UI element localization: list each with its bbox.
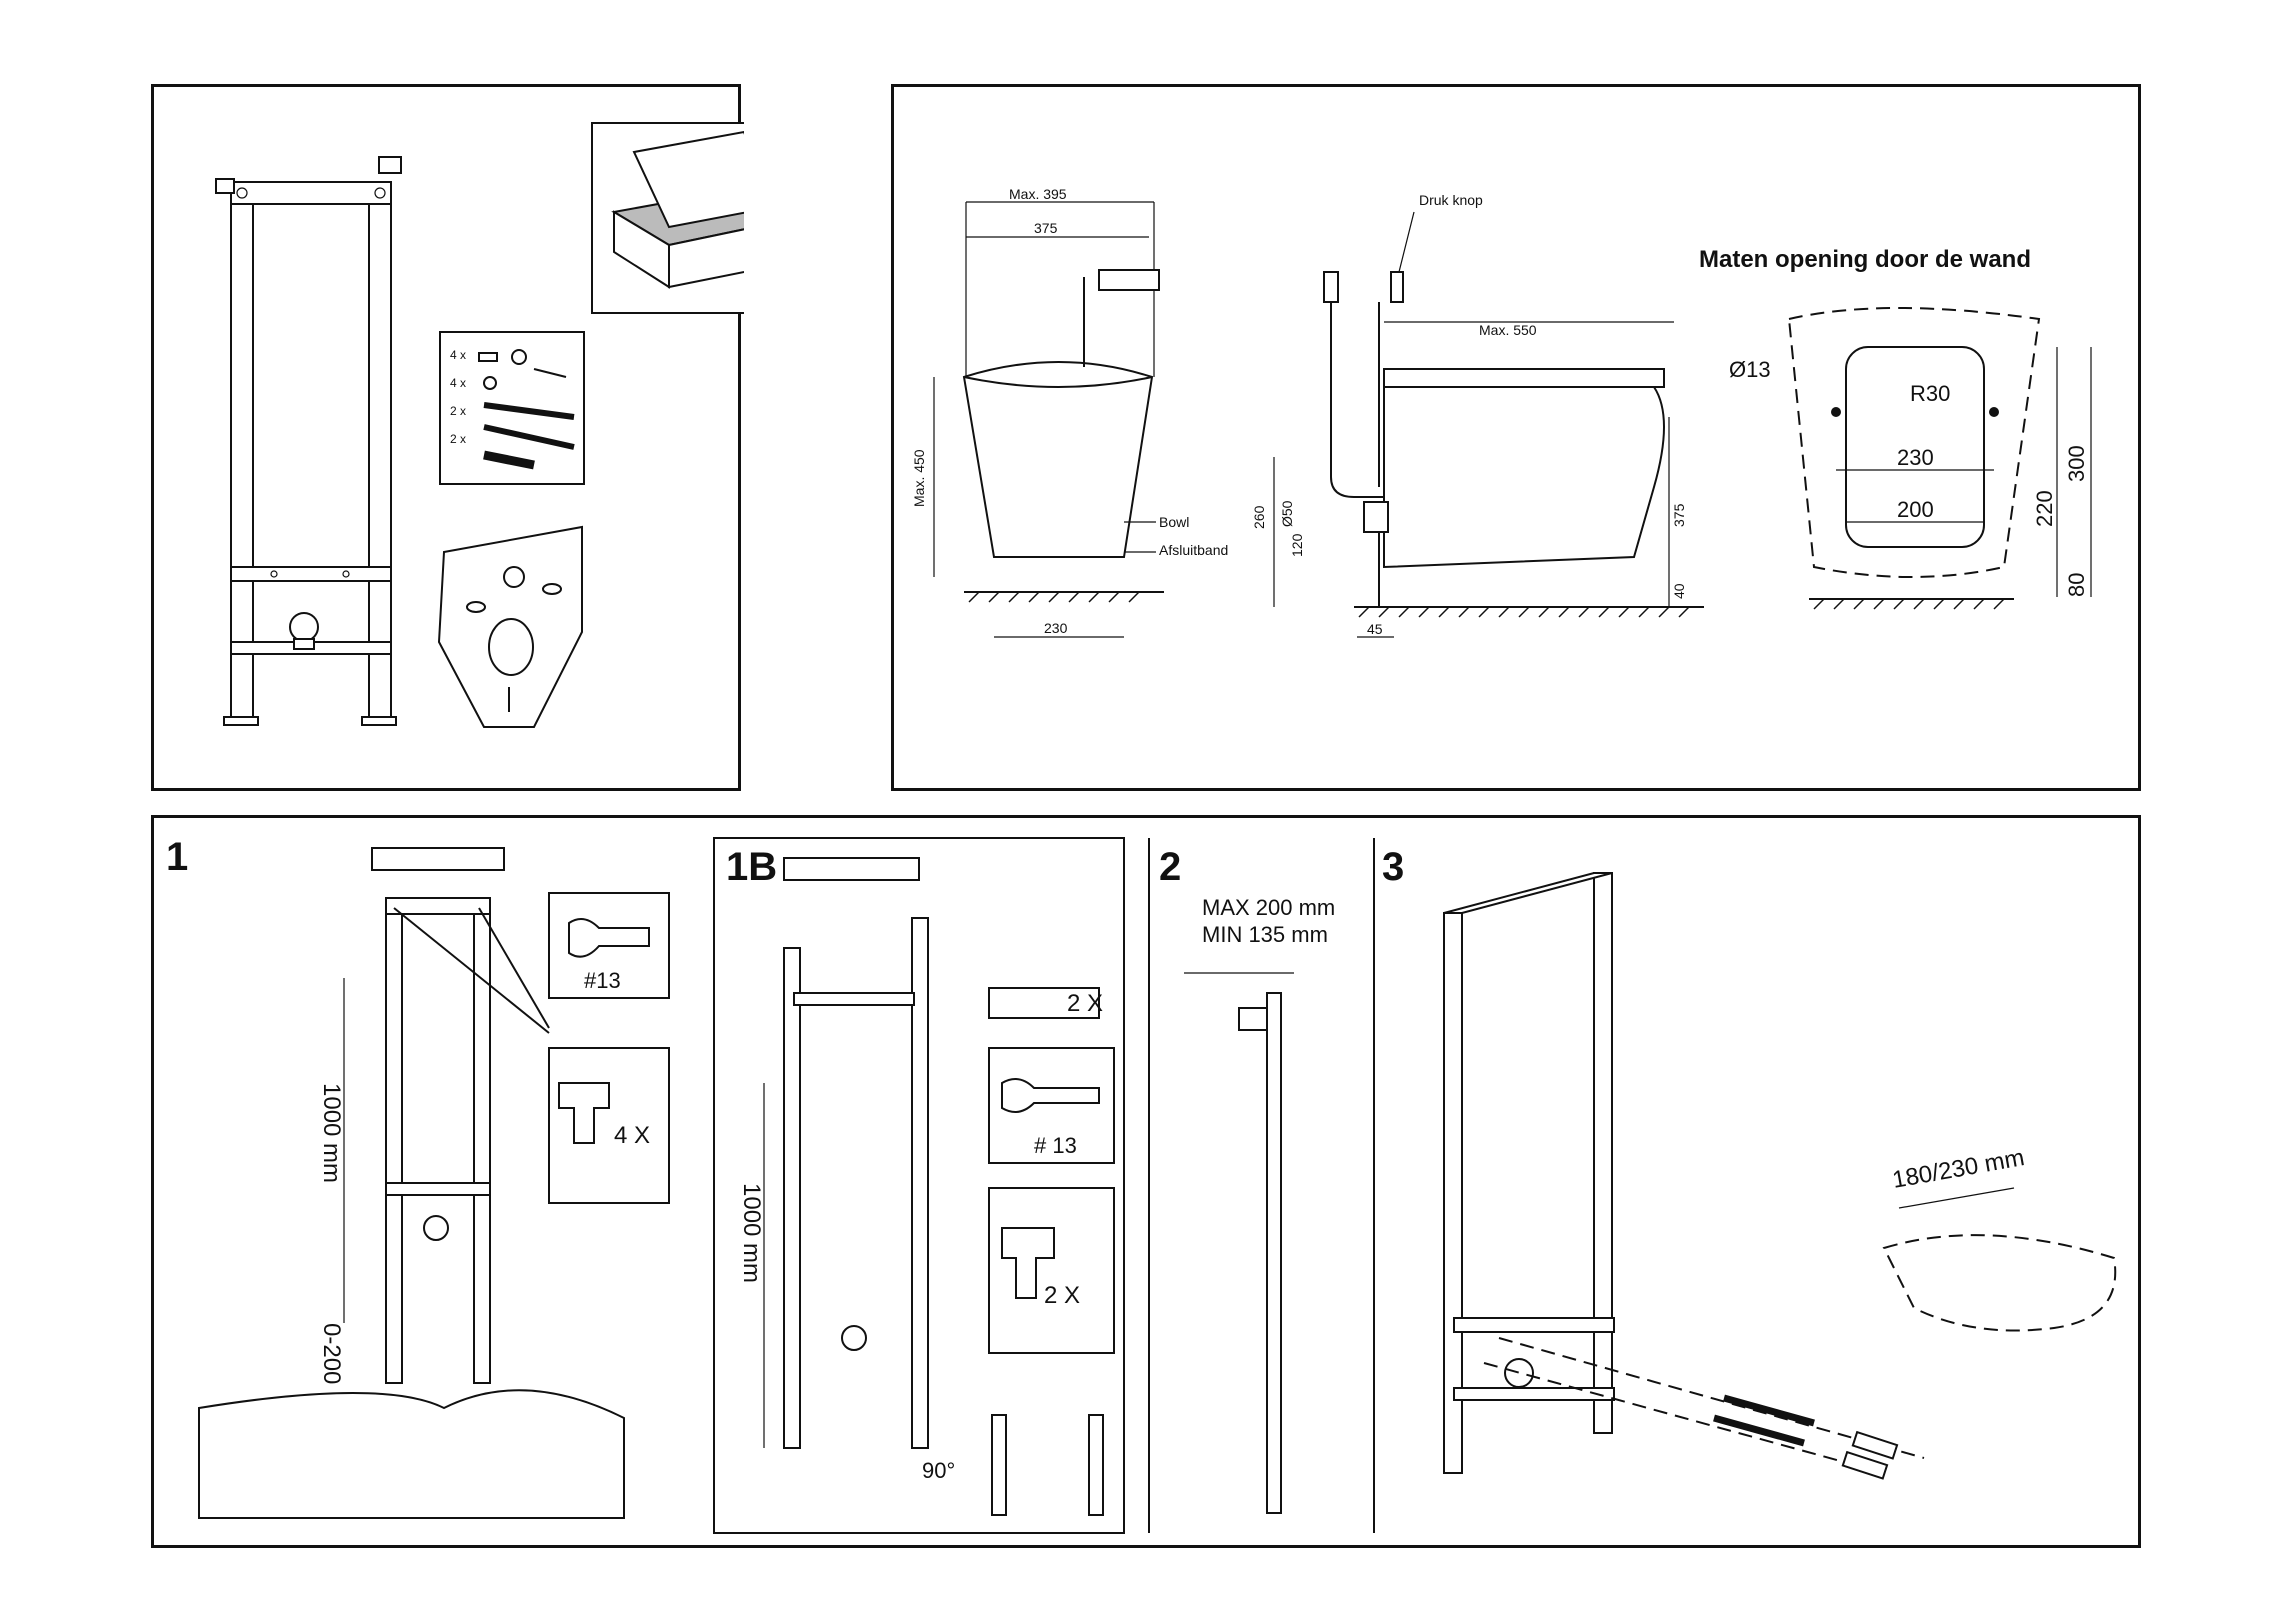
step-1b: 1B 1000 mm 2 X # 13 2 X 90° (726, 845, 1115, 1516)
bowl-label: Bowl (1159, 514, 1189, 530)
seal-label: Afsluitband (1159, 542, 1228, 558)
dimension-max-450: Max. 450 (911, 449, 927, 507)
dimension-max-395: Max. 395 (1009, 186, 1067, 202)
hardware-qty: 4 x (450, 376, 466, 390)
spirit-level-icon (783, 857, 920, 881)
dimensions-drawing: Max. 395 375 Max. 450 Bowl Afsluitband 2… (911, 186, 2092, 638)
dimension-40: 40 (1671, 583, 1687, 599)
dimension-375-height: 375 (1671, 503, 1687, 527)
dimension-260: 260 (1251, 505, 1267, 529)
push-button-label: Druk knop (1419, 192, 1483, 208)
height-1000mm: 1000 mm (738, 1183, 765, 1283)
opening-width-230: 230 (1897, 445, 1934, 470)
hardware-qty: 2 x (450, 404, 466, 418)
drill-icon (558, 1082, 610, 1144)
wrench-size: # 13 (1034, 1133, 1077, 1158)
wrench-box (988, 1047, 1115, 1164)
wrench-size: #13 (584, 968, 621, 993)
dimensions-panel: Max. 395 375 Max. 450 Bowl Afsluitband 2… (891, 84, 2141, 791)
hardware-qty: 4 x (450, 348, 466, 362)
nut-icon (483, 376, 497, 390)
wall-opening-diagram: Maten opening door de wand Ø13 R30 230 2… (1699, 246, 2092, 610)
installation-steps-panel: 1 1000 mm 0-200 #13 4 X 1B (151, 815, 2141, 1548)
opening-height-80: 80 (2064, 573, 2089, 597)
corner-radius-label: R30 (1910, 381, 1950, 406)
kit-contents-drawing: 4 x 4 x 2 x 2 x (215, 122, 744, 728)
dimension-375: 375 (1034, 220, 1058, 236)
bowl-front-view: Max. 395 375 Max. 450 Bowl Afsluitband 2… (911, 186, 1228, 638)
dimension-120: 120 (1289, 533, 1305, 557)
drill-box (548, 1047, 670, 1204)
dimension-45: 45 (1367, 621, 1383, 637)
mounting-frame-icon (215, 156, 402, 726)
bowl-side-view: Druk knop Max. 550 Ø50 260 120 375 40 45 (1251, 192, 1704, 638)
dimension-max-550: Max. 550 (1479, 322, 1537, 338)
sound-insulation-gasket-icon (437, 525, 583, 728)
drill-qty: 4 X (614, 1122, 650, 1149)
drill-qty: 2 X (1044, 1282, 1080, 1309)
height-1000mm: 1000 mm (318, 1083, 345, 1183)
step-number: 1B (726, 845, 777, 889)
spirit-level-icon (371, 847, 505, 871)
sleeve-icon (483, 450, 535, 470)
threaded-rod-icon (483, 402, 575, 450)
hole-diameter-label: Ø13 (1729, 357, 1771, 382)
hardware-qty: 2 x (450, 432, 466, 446)
step-3: 3 180/230 mm (1373, 838, 2117, 1533)
min-depth: MIN 135 mm (1202, 922, 1328, 947)
packaging-box-icon (611, 130, 744, 289)
step-number: 1 (166, 835, 188, 879)
opening-height-220: 220 (2032, 490, 2057, 527)
wrench-icon (568, 918, 650, 958)
dimension-diameter-50: Ø50 (1279, 500, 1295, 527)
wall-plug-screw-icon (478, 349, 567, 378)
step-number: 2 (1159, 845, 1181, 889)
installation-steps-drawing: 1 1000 mm 0-200 #13 4 X 1B (166, 835, 2117, 1534)
height-range-0-200: 0-200 (318, 1323, 345, 1384)
wall-opening-title: Maten opening door de wand (1699, 246, 2031, 273)
wall-hung-bowl-outline (1882, 1234, 2117, 1332)
opening-width-200: 200 (1897, 497, 1934, 522)
hardware-list: 4 x 4 x 2 x 2 x (450, 348, 575, 470)
drill-box (988, 1187, 1115, 1354)
bolt-spacing: 180/230 mm (1890, 1144, 2026, 1194)
kit-contents-panel: 4 x 4 x 2 x 2 x (151, 84, 744, 791)
drill-icon (1001, 1227, 1055, 1299)
screw-qty: 2 X (1067, 990, 1103, 1017)
dimension-230: 230 (1044, 620, 1068, 636)
step-1: 1 1000 mm 0-200 #13 4 X (166, 835, 670, 1519)
step-number: 3 (1382, 845, 1404, 889)
angle-90: 90° (922, 1458, 955, 1483)
max-depth: MAX 200 mm (1202, 895, 1335, 920)
opening-height-300: 300 (2064, 445, 2089, 482)
step-2: 2 MAX 200 mm MIN 135 mm (1148, 838, 1335, 1533)
wrench-icon (1001, 1078, 1100, 1113)
